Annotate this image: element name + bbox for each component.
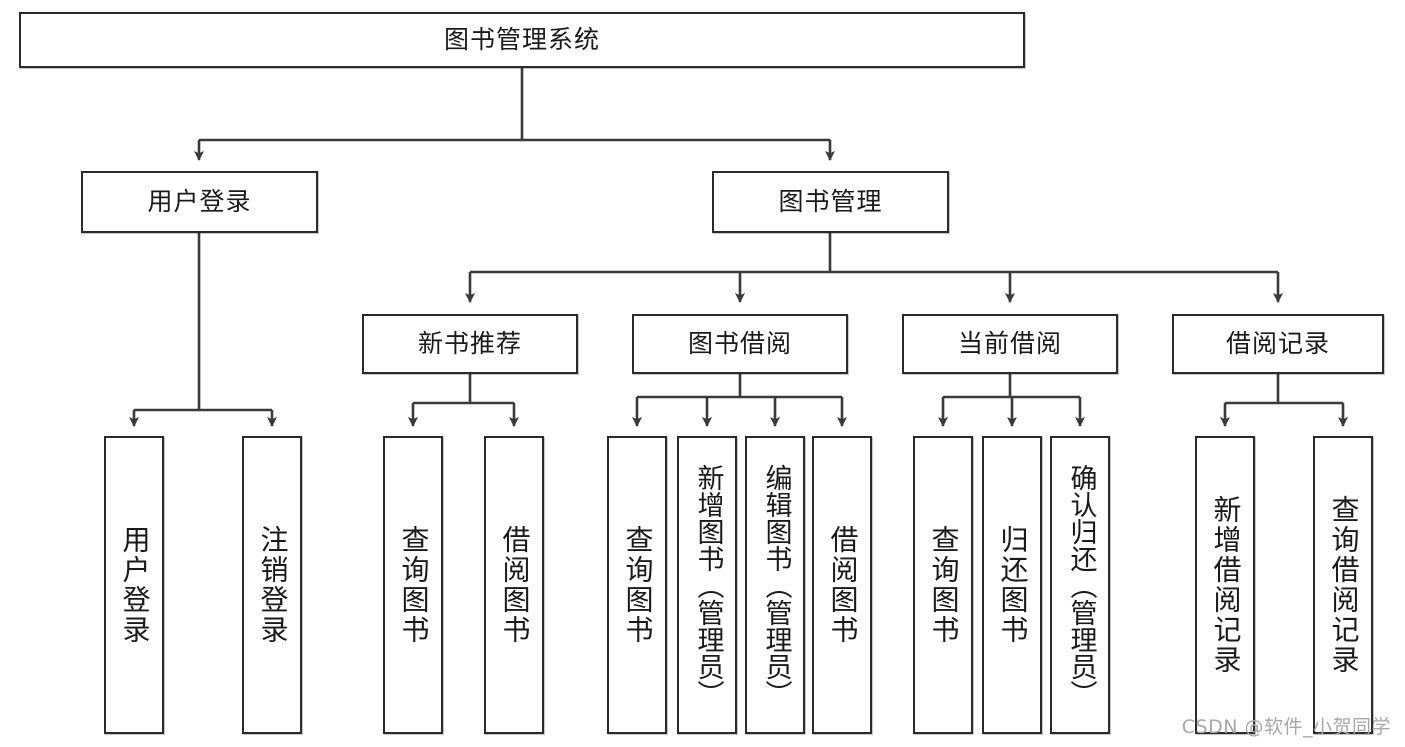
node-label: 借阅图书 [826, 525, 860, 645]
leaf-current-return-book[interactable]: 归还图书 [982, 436, 1042, 734]
node-label: 图书管理 [778, 186, 883, 216]
leaf-new-book-query[interactable]: 查询图书 [383, 436, 443, 734]
node-label: 当前借阅 [957, 328, 1062, 358]
node-new-book-recommend[interactable]: 新书推荐 [362, 314, 578, 374]
leaf-user-login-signin[interactable]: 用户登录 [104, 436, 164, 734]
node-label: 新增借阅记录 [1209, 495, 1243, 675]
leaf-record-query[interactable]: 查询借阅记录 [1313, 436, 1373, 734]
node-label: 确认归还（管理员） [1065, 463, 1097, 707]
node-borrow-record[interactable]: 借阅记录 [1172, 314, 1384, 374]
node-label: 图书借阅 [687, 328, 792, 358]
leaf-current-confirm-return-admin[interactable]: 确认归还（管理员） [1050, 436, 1110, 734]
node-label: 归还图书 [996, 525, 1030, 645]
node-label: 新书推荐 [417, 328, 522, 358]
node-label: 借阅记录 [1225, 328, 1330, 358]
leaf-borrow-borrow-book[interactable]: 借阅图书 [812, 436, 872, 734]
node-user-login[interactable]: 用户登录 [81, 171, 318, 233]
watermark: CSDN @软件_小贺同学 [1181, 716, 1391, 738]
node-label: 新增图书（管理员） [692, 463, 724, 707]
node-label: 注销登录 [256, 525, 290, 645]
leaf-borrow-query-book[interactable]: 查询图书 [607, 436, 667, 734]
node-label: 编辑图书（管理员） [760, 463, 792, 707]
node-label: 借阅图书 [498, 525, 532, 645]
node-label: 查询图书 [927, 525, 961, 645]
node-label: 查询借阅记录 [1327, 495, 1361, 675]
leaf-current-query-book[interactable]: 查询图书 [913, 436, 973, 734]
node-book-borrow[interactable]: 图书借阅 [632, 314, 848, 374]
node-book-management[interactable]: 图书管理 [712, 171, 949, 233]
leaf-borrow-add-book-admin[interactable]: 新增图书（管理员） [677, 436, 737, 734]
leaf-record-add[interactable]: 新增借阅记录 [1195, 436, 1255, 734]
leaf-borrow-edit-book-admin[interactable]: 编辑图书（管理员） [745, 436, 805, 734]
node-label: 查询图书 [621, 525, 655, 645]
node-label: 用户登录 [118, 525, 152, 645]
node-label: 图书管理系统 [443, 24, 600, 54]
node-root-system[interactable]: 图书管理系统 [19, 12, 1025, 68]
node-current-borrow[interactable]: 当前借阅 [902, 314, 1118, 374]
node-label: 用户登录 [147, 186, 252, 216]
node-label: 查询图书 [397, 525, 431, 645]
leaf-new-book-borrow[interactable]: 借阅图书 [484, 436, 544, 734]
leaf-user-login-signout[interactable]: 注销登录 [242, 436, 302, 734]
